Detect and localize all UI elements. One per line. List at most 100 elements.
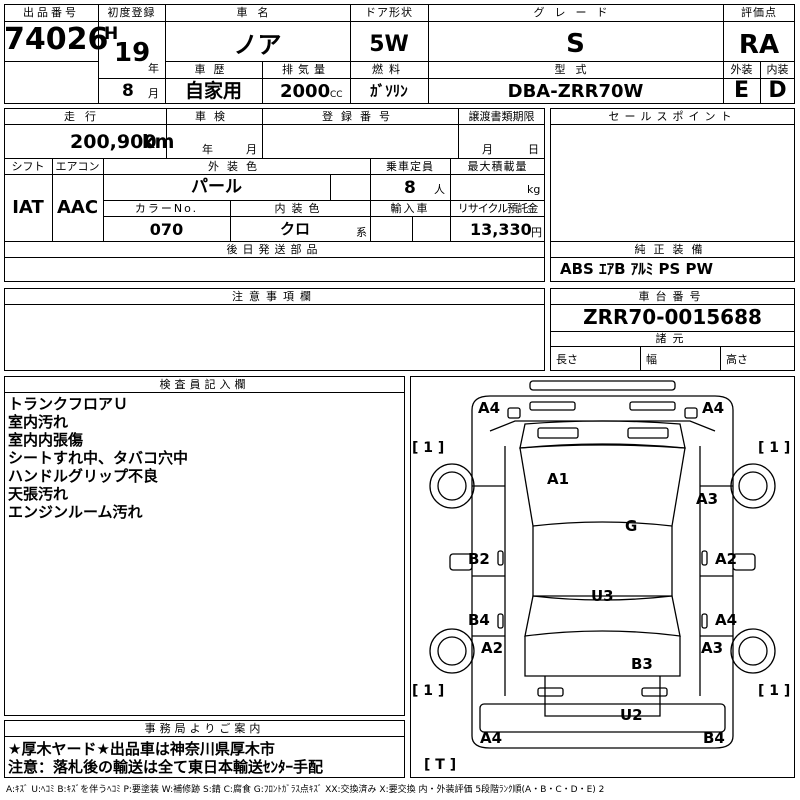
mark-1-fl: [ 1 ] <box>412 440 445 456</box>
int-color-label: 内装色 <box>274 202 326 215</box>
model-code-label: 型式 <box>554 63 597 76</box>
insp-month-unit: 月 <box>246 143 257 156</box>
mark-1-rr: [ 1 ] <box>758 683 791 699</box>
car-diagram-box <box>410 376 795 778</box>
mark-a1: A1 <box>547 470 570 488</box>
legend-text: A:ｷｽﾞ U:ﾍｺﾐ B:ｷｽﾞを伴うﾍｺﾐ P:要塗装 W:補修跡 S:錆 … <box>6 785 605 795</box>
office-label: 事務局よりご案内 <box>144 722 265 735</box>
fuel-value: ｶﾞｿﾘﾝ <box>370 82 408 100</box>
recycle-label: リサイクル預託金 <box>457 202 538 215</box>
inspection-label: 車検 <box>195 110 233 123</box>
mileage-value: 200,900 <box>70 131 157 153</box>
inspector-note: トランクフロアＵ <box>8 395 129 413</box>
fuel-label: 燃料 <box>372 63 406 76</box>
year-value: 19 <box>114 38 151 68</box>
month-value: 8 <box>122 81 134 101</box>
chassis-box <box>550 288 795 371</box>
equipment-value: ABS ｴｱB ｱﾙﾐ PS PW <box>560 260 714 278</box>
displacement-value: 2000 <box>280 81 331 102</box>
door-type-label: ドア形状 <box>365 6 413 19</box>
deadline-month-unit: 月 <box>482 143 493 156</box>
kg-unit: kg <box>527 183 541 196</box>
mark-a4-fr: A4 <box>702 399 725 417</box>
mark-b4-br: B4 <box>703 729 725 747</box>
detail-block <box>4 108 545 282</box>
mileage-label: 走行 <box>64 110 106 123</box>
office-note-2: 注意：落札後の輸送は全て東日本輸送ｾﾝﾀｰ手配 <box>8 758 324 776</box>
inspector-note: エンジンルーム汚れ <box>8 503 143 521</box>
aircon-value: AAC <box>56 197 99 218</box>
mark-1-fr: [ 1 ] <box>758 440 791 456</box>
person-unit: 人 <box>434 183 445 196</box>
int-color-value: クロ <box>279 220 310 238</box>
chassis-no-label: 車台番号 <box>638 290 707 303</box>
mark-a4-fl: A4 <box>478 399 501 417</box>
mark-b4: B4 <box>468 611 490 629</box>
lot-no-label: 出品番号 <box>23 6 79 19</box>
door-type-value: 5W <box>369 32 409 57</box>
insp-year-unit: 年 <box>202 143 213 156</box>
year-unit: 年 <box>148 62 159 75</box>
model-code-value: DBA-ZRR70W <box>507 81 644 102</box>
mark-a3-r: A3 <box>696 490 719 508</box>
equipment-label: 純正装備 <box>634 243 711 256</box>
mark-1-rl: [ 1 ] <box>412 683 445 699</box>
deadline-day-unit: 日 <box>528 143 539 156</box>
aircon-label: エアコン <box>55 160 100 173</box>
shift-value: IAT <box>12 197 44 218</box>
first-reg-label: 初度登録 <box>107 6 156 19</box>
kei-unit: 系 <box>356 226 367 239</box>
shift-label: シフト <box>11 160 45 173</box>
color-no-value: 070 <box>149 220 184 239</box>
inspector-note: 室内汚れ <box>8 413 69 431</box>
mark-a4-bl: A4 <box>480 729 503 747</box>
mark-g: G <box>625 517 638 535</box>
mark-b3: B3 <box>631 655 653 673</box>
later-parts-label: 後日発送部品 <box>226 243 323 256</box>
displacement-label: 排気量 <box>282 63 330 76</box>
lot-no-value: 74026 <box>4 22 109 57</box>
transfer-deadline-label: 譲渡書類期限 <box>468 110 535 123</box>
inspector-box <box>4 376 405 716</box>
inspector-note: ハンドルグリップ不良 <box>8 467 159 485</box>
length-label: 長さ <box>556 353 578 366</box>
mark-u2: U2 <box>620 706 643 724</box>
height-label: 高さ <box>726 353 748 366</box>
width-label: 幅 <box>646 353 657 366</box>
mark-a3-rr: A3 <box>701 639 724 657</box>
capacity-value: 8 <box>404 178 416 198</box>
office-note-1: ★厚木ヤード★出品車は神奈川県厚木市 <box>8 740 275 758</box>
car-name-value: ノア <box>233 31 282 59</box>
inspector-note: 室内内張傷 <box>8 431 84 449</box>
score-label: 評価点 <box>741 6 777 19</box>
sales-point-box <box>550 108 795 282</box>
notes-label: 注意事項欄 <box>232 290 317 303</box>
history-label: 車歴 <box>194 63 233 76</box>
car-diagram <box>429 380 776 749</box>
exterior-label: 外装 <box>730 63 753 76</box>
mark-a2-l: A2 <box>481 639 504 657</box>
mark-a4-r: A4 <box>715 611 738 629</box>
mark-t: [ T ] <box>424 757 457 773</box>
ext-color-value: パール <box>191 177 242 197</box>
import-label: 輸入車 <box>390 202 430 215</box>
color-no-label: カラーNo. <box>134 202 199 215</box>
office-box <box>4 720 405 778</box>
era-value: H <box>104 24 119 44</box>
interior-score: D <box>768 78 787 103</box>
reg-no-label: 登録番号 <box>322 110 398 123</box>
grade-value: S <box>566 29 585 59</box>
exterior-score: E <box>733 78 750 103</box>
history-value: 自家用 <box>184 80 242 102</box>
inspector-note: シートすれ中、タバコ穴中 <box>8 449 189 467</box>
score-value: RA <box>738 30 780 60</box>
mark-u3: U3 <box>591 587 614 605</box>
cc-unit: CC <box>330 90 343 100</box>
grade-label: グレード <box>533 6 618 19</box>
sales-point-label: セールスポイント <box>608 110 737 123</box>
capacity-label: 乗車定員 <box>386 160 434 173</box>
mark-a2-r: A2 <box>715 550 738 568</box>
inspector-note: 天張汚れ <box>8 485 69 503</box>
car-name-label: 車名 <box>236 6 279 19</box>
mileage-unit: km <box>142 131 175 153</box>
